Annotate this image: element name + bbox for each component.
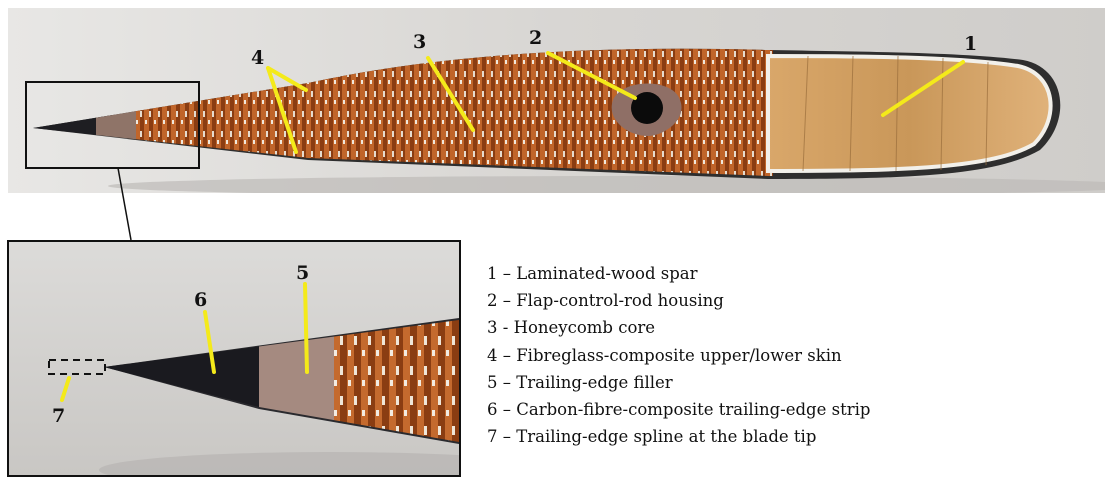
callout-line-5 [303, 282, 309, 374]
legend-item-7: 7 – Trailing-edge spline at the blade ti… [487, 427, 817, 447]
legend-item-2: 2 – Flap-control-rod housing [487, 291, 724, 311]
legend-item-1: 1 – Laminated-wood spar [487, 264, 698, 283]
blade-cross-section-photo: 1 2 3 4 [8, 8, 1105, 193]
callout-label-5: 5 [296, 262, 309, 284]
callout-label-2: 2 [529, 27, 542, 49]
callout-line-2 [546, 51, 637, 100]
zoom-table-shadow [99, 452, 459, 475]
callout-line-3 [426, 56, 475, 132]
table-shadow [108, 176, 1105, 193]
callout-line-4a [266, 66, 298, 154]
trailing-edge-zoom-panel: 5 6 7 [7, 240, 461, 477]
blade-cross-section-illustration: 1 2 3 4 [8, 8, 1105, 193]
trailing-edge-spline-marker [48, 359, 106, 375]
legend-item-3: 3 - Honeycomb core [487, 318, 656, 338]
callout-label-1: 1 [964, 33, 977, 55]
callout-line-1 [881, 60, 965, 117]
legend-item-4: 4 – Fibreglass-composite upper/lower ski… [487, 345, 842, 365]
callout-label-7: 7 [52, 405, 65, 427]
trailing-edge-zoom-illustration: 5 6 7 [9, 242, 459, 475]
callout-label-3: 3 [413, 31, 426, 53]
legend-item-5: 5 – Trailing-edge filler [487, 372, 673, 392]
callout-label-6: 6 [194, 289, 207, 311]
laminated-wood-spar [766, 53, 1053, 174]
callout-line-6 [203, 310, 216, 374]
component-legend: 1 – Laminated-wood spar 2 – Flap-control… [487, 260, 870, 450]
callout-line-4b [266, 66, 308, 92]
callout-label-4: 4 [251, 47, 264, 69]
legend-item-6: 6 – Carbon-fibre-composite trailing-edge… [487, 400, 871, 420]
inset-marker-frame [25, 81, 200, 169]
control-rod-hole [631, 92, 663, 124]
zoom-honeycomb [334, 320, 459, 442]
callout-line-7 [60, 376, 71, 402]
